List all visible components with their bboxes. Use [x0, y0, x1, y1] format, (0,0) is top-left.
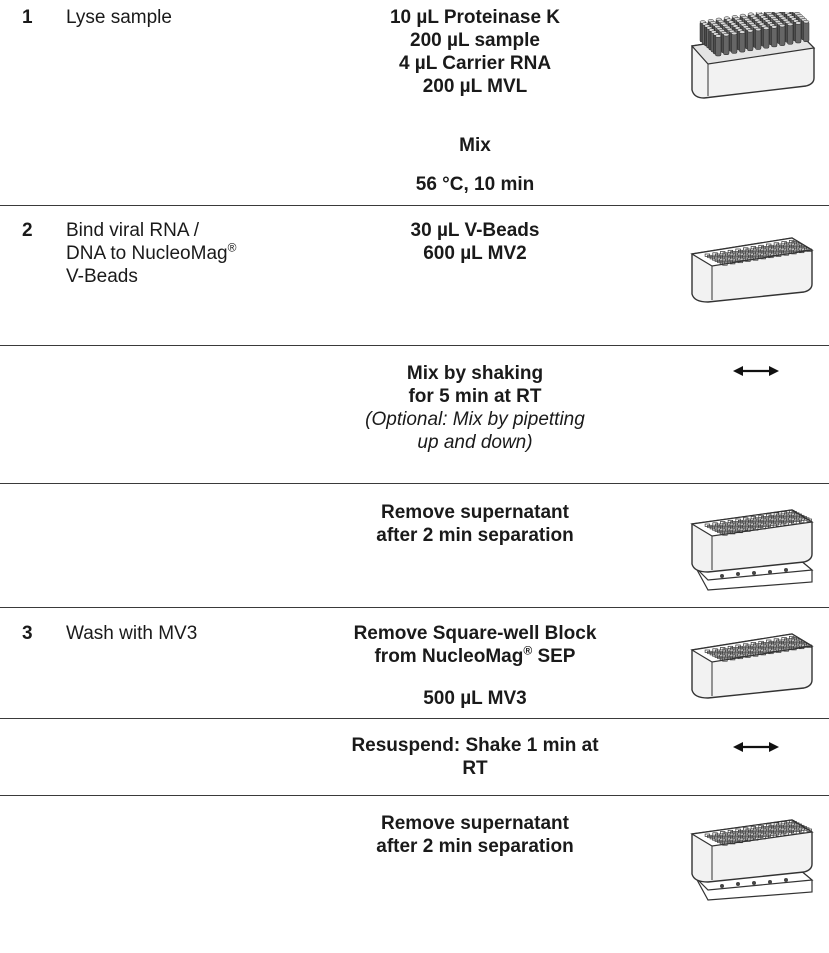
reagent-line: 600 µL MV2 [423, 243, 527, 264]
square-well-block-icon [690, 237, 814, 303]
note-line: (Optional: Mix by pipetting [365, 409, 585, 430]
action-line: Remove supernatant [381, 502, 569, 523]
action-line: for 5 min at RT [408, 386, 542, 407]
step-1-description: Lyse sample [66, 7, 172, 28]
step-1-action: Mix [459, 135, 491, 156]
divider [0, 607, 829, 608]
square-well-block-icon [690, 633, 814, 699]
reagent-line: 10 µL Proteinase K [389, 7, 561, 28]
divider [0, 205, 829, 206]
action-line: Remove supernatant [381, 813, 569, 834]
action-line: Remove Square-well Block [353, 623, 597, 644]
action-line: after 2 min separation [376, 836, 574, 857]
block-on-separator-icon [690, 819, 814, 901]
divider [0, 718, 829, 719]
action-line: Resuspend: Shake 1 min at [351, 735, 599, 756]
step-1-reagents: 10 µL Proteinase K 200 µL sample 4 µL Ca… [322, 6, 628, 98]
action-line: from NucleoMag® SEP [374, 643, 576, 667]
desc-line: Bind viral RNA / [66, 220, 200, 241]
step-2-reagents: 30 µL V-Beads 600 µL MV2 [322, 219, 628, 265]
desc-line: V-Beads [66, 266, 138, 287]
divider [0, 795, 829, 796]
tube-rack-icon [690, 12, 816, 99]
divider [0, 483, 829, 484]
reagent-line: 4 µL Carrier RNA [398, 53, 552, 74]
divider [0, 345, 829, 346]
reagent-line: 200 µL MVL [422, 76, 528, 97]
remove-supernatant-block: Remove supernatant after 2 min separatio… [322, 501, 628, 547]
step-3-number: 3 [22, 623, 33, 644]
block-on-separator-icon [690, 509, 814, 591]
mix-shaking-block: Mix by shaking for 5 min at RT (Optional… [322, 362, 628, 454]
double-arrow-icon [733, 742, 779, 752]
action-line: after 2 min separation [376, 525, 574, 546]
remove-supernatant-block: Remove supernatant after 2 min separatio… [322, 812, 628, 858]
action-line: Mix by shaking [406, 363, 544, 384]
step-3-action: Remove Square-well Block from NucleoMag®… [322, 622, 628, 668]
step-2-number: 2 [22, 220, 33, 241]
step-3-description: Wash with MV3 [66, 623, 198, 644]
note-line: up and down) [417, 432, 533, 453]
desc-line: DNA to NucleoMag® [66, 240, 237, 264]
resuspend-block: Resuspend: Shake 1 min at RT [322, 734, 628, 780]
step-1-condition: 56 °C, 10 min [415, 174, 535, 195]
step-2-description: Bind viral RNA / DNA to NucleoMag® V-Bea… [66, 219, 286, 288]
reagent-line: 200 µL sample [410, 30, 540, 51]
step-1-number: 1 [22, 7, 33, 28]
reagent-line: 30 µL V-Beads [410, 220, 540, 241]
double-arrow-icon [733, 366, 779, 376]
action-line: RT [462, 758, 488, 779]
step-3-reagent: 500 µL MV3 [423, 688, 527, 709]
